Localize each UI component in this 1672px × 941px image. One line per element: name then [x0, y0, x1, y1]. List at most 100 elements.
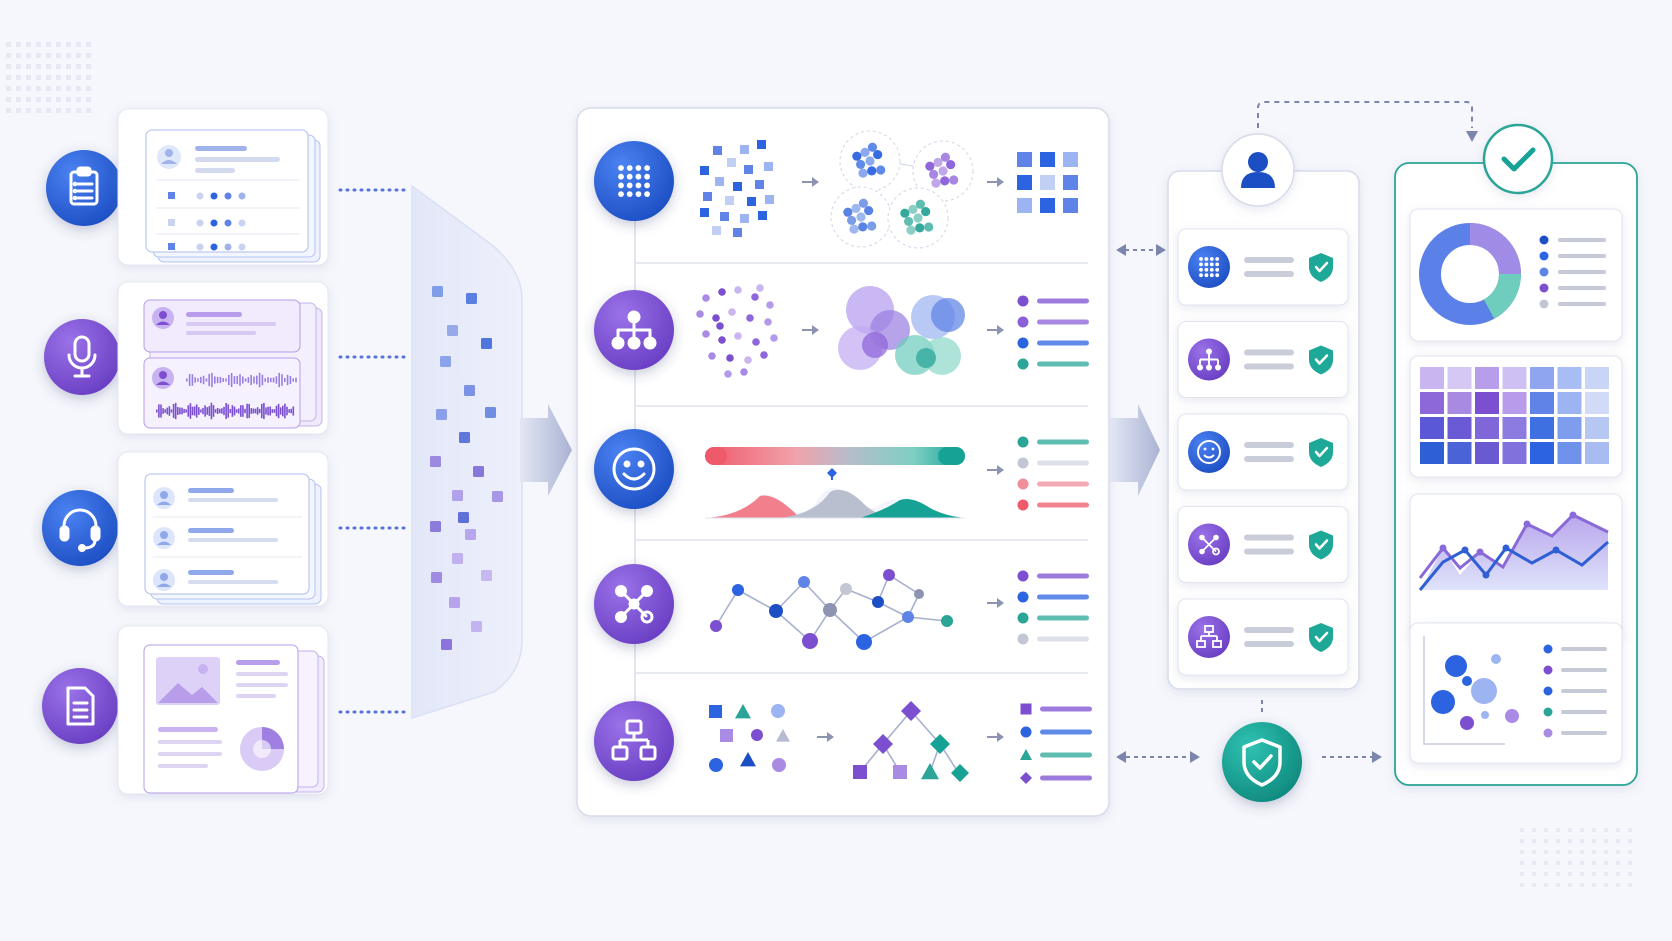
network-node — [872, 596, 884, 608]
review-item[interactable] — [1177, 228, 1349, 306]
source-connectors — [338, 188, 406, 714]
heatmap-card[interactable] — [1409, 355, 1623, 478]
data-point — [430, 456, 441, 467]
review-item[interactable] — [1177, 506, 1349, 583]
heatmap-cell — [1502, 417, 1527, 439]
legend-bar — [1040, 752, 1092, 758]
data-point — [431, 572, 442, 583]
network-node — [856, 634, 872, 650]
review-connectors — [1116, 101, 1478, 763]
review-item[interactable] — [1177, 321, 1349, 398]
cluster-bubble — [916, 348, 936, 368]
shield-check-icon — [1309, 345, 1333, 375]
source-audio[interactable] — [44, 319, 120, 395]
review-item[interactable] — [1177, 598, 1349, 676]
hierarchy-icon — [611, 310, 657, 350]
legend-bar — [1037, 340, 1089, 346]
legend-bar — [1040, 729, 1092, 735]
contacts-card[interactable] — [117, 451, 329, 607]
heatmap-cell — [1447, 367, 1472, 389]
grid-dots-icon — [618, 165, 650, 197]
heatmap-cell — [1502, 392, 1527, 414]
stage-icon-network[interactable] — [594, 564, 674, 644]
stage-icon-tree[interactable] — [594, 701, 674, 781]
data-point — [724, 370, 732, 378]
data-point — [733, 228, 742, 237]
heatmap-cell — [1475, 392, 1499, 414]
legend-marker — [1020, 772, 1032, 784]
donut-legend — [1539, 235, 1606, 309]
heatmap-cell — [1530, 392, 1554, 414]
legend-bar — [1558, 254, 1606, 258]
legend-marker — [1017, 457, 1029, 469]
data-point — [452, 490, 463, 501]
stage-icon-grid[interactable] — [594, 141, 674, 221]
source-form[interactable] — [46, 150, 122, 226]
heatmap-cell — [1557, 392, 1582, 414]
document-card[interactable] — [117, 625, 329, 795]
output-approved-badge[interactable] — [1482, 123, 1554, 195]
review-item-line — [1244, 627, 1294, 633]
grid-cell — [1040, 152, 1055, 167]
grid-cell — [1063, 175, 1078, 190]
scatter-plot-card[interactable] — [1409, 622, 1623, 764]
network-icon — [615, 585, 654, 624]
source-document[interactable] — [42, 668, 118, 744]
network-node — [914, 589, 924, 599]
source-support[interactable] — [42, 490, 118, 566]
data-point — [481, 570, 492, 581]
cluster-bubble — [862, 332, 888, 358]
legend-marker — [1543, 665, 1553, 675]
data-point — [766, 301, 774, 309]
line-chart-card[interactable] — [1409, 493, 1623, 639]
legend-bar — [1040, 775, 1092, 781]
data-point — [718, 336, 726, 344]
shape — [709, 758, 723, 772]
review-item-icon — [1188, 616, 1230, 658]
clipboard-icon — [69, 166, 99, 206]
review-item-icon — [1188, 338, 1230, 381]
audio-card[interactable] — [117, 281, 329, 435]
scatter-legend — [1543, 644, 1607, 738]
stage-icon-hierarchy[interactable] — [594, 290, 674, 370]
data-point — [734, 286, 742, 294]
data-point — [757, 140, 766, 149]
data-point — [740, 368, 748, 376]
network-node — [710, 620, 722, 632]
headset-icon — [59, 508, 101, 552]
flowchart-icon — [611, 719, 657, 761]
legend-bar — [1561, 710, 1607, 714]
shape — [771, 704, 785, 718]
stage-icon-sentiment[interactable] — [594, 429, 674, 509]
document-icon — [66, 686, 95, 726]
review-item-line — [1244, 456, 1294, 462]
stage-legends — [1017, 295, 1092, 784]
smiley-icon — [612, 447, 656, 491]
legend-marker — [1017, 358, 1029, 370]
grid-cell — [1040, 198, 1055, 213]
donut-chart-card[interactable] — [1409, 208, 1623, 342]
approval-badge[interactable] — [1222, 722, 1302, 802]
grid-cell — [1063, 198, 1078, 213]
form-card[interactable] — [117, 108, 329, 266]
legend-marker — [1017, 591, 1029, 603]
review-item-line — [1244, 534, 1294, 541]
heatmap-cell — [1585, 417, 1609, 439]
shield-check-icon — [1309, 623, 1333, 652]
legend-marker — [1539, 283, 1549, 293]
data-point — [744, 356, 752, 364]
data-point — [725, 196, 734, 205]
review-item[interactable] — [1177, 413, 1349, 491]
heatmap-cell — [1502, 367, 1527, 389]
arrow-into-review — [1110, 404, 1160, 496]
reviewer-avatar[interactable] — [1221, 133, 1295, 207]
review-item-line — [1244, 349, 1294, 356]
heatmap-cell — [1557, 367, 1582, 389]
data-point — [755, 180, 764, 189]
legend-marker — [1017, 337, 1029, 349]
legend-bar — [1037, 319, 1089, 325]
data-point — [740, 214, 749, 223]
grid-dots-icon — [1199, 257, 1220, 278]
heatmap-cell — [1475, 442, 1499, 464]
background-dots — [6, 42, 1632, 887]
